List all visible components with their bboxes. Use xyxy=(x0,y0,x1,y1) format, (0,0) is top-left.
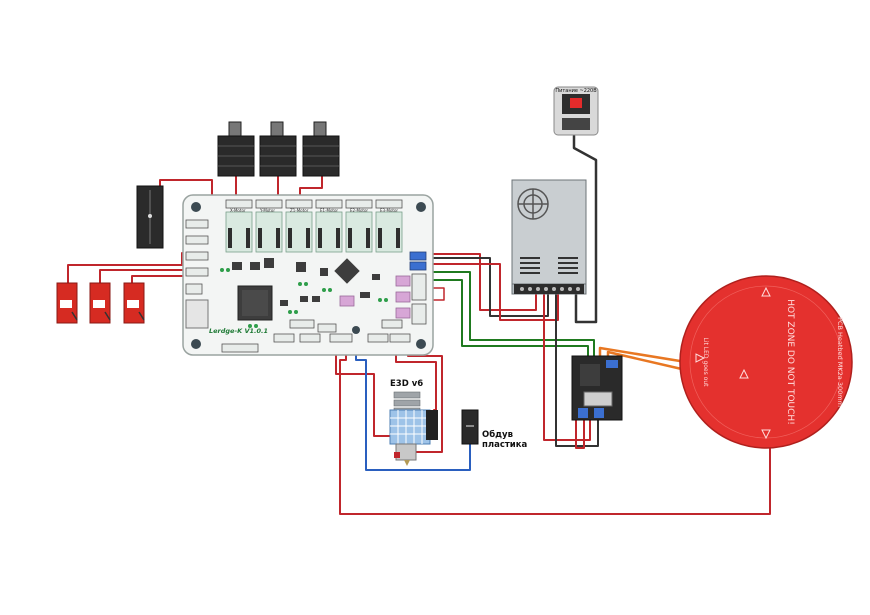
hotend-fan xyxy=(389,409,431,445)
endstops xyxy=(56,282,145,324)
wire-board-psu-red xyxy=(429,253,537,311)
stepper-motor-3 xyxy=(302,121,340,177)
motor-label-e1: E1-Motor xyxy=(320,208,338,213)
hotend: E3D v6 xyxy=(389,379,438,466)
wires xyxy=(67,134,771,515)
motor-label-e3: E3-Motor xyxy=(380,208,398,213)
part-cooling-fan: Обдув пластика xyxy=(461,409,528,450)
wire-board-mosfet-green-2 xyxy=(429,279,589,357)
wire-hotend-red-1 xyxy=(335,339,393,437)
hotend-label: E3D v6 xyxy=(390,379,423,389)
wire-hotend-blue xyxy=(355,339,471,471)
board-name: Lerdge-K V1.0.1 xyxy=(209,327,268,335)
wire-motor-3 xyxy=(299,175,323,199)
motor-labels: X-Motor Y-Motor Z1-Motor E1-Motor E2-Mot… xyxy=(230,208,398,213)
heatbed-warning: HOT ZONE DO NOT TOUCH! xyxy=(785,299,795,425)
wire-endstop-x xyxy=(67,252,191,284)
wire-board-right-red xyxy=(427,287,445,301)
wire-mosfet-bed-1 xyxy=(598,346,688,364)
endstop-z xyxy=(123,282,145,324)
motor-label-e2: E2-Motor xyxy=(350,208,368,213)
part-fan-label-1: Обдув xyxy=(482,429,513,440)
wire-psu-mosfet-red xyxy=(543,293,591,441)
mains-label: Питание ~220В xyxy=(555,88,597,94)
endstop-x xyxy=(56,282,78,324)
stepper-motor-2 xyxy=(259,121,297,177)
part-fan-label-2: пластика xyxy=(482,440,528,450)
wire-board-mosfet-green-1 xyxy=(429,271,595,357)
stepper-motors xyxy=(217,121,340,177)
wire-board-psu-black xyxy=(429,257,549,317)
wire-board-psu-red-2 xyxy=(429,263,559,321)
controller-board: X-Motor Y-Motor Z1-Motor E1-Motor E2-Mot… xyxy=(182,194,434,356)
heatbed-led-text: Lit LED goes out xyxy=(702,338,709,388)
wire-mains-psu xyxy=(572,134,598,324)
power-supply xyxy=(511,179,587,295)
endstop-y xyxy=(89,282,111,324)
mosfet-module xyxy=(571,355,623,421)
wire-mosfet-loop xyxy=(575,399,585,449)
motor-label-z1: Z1-Motor xyxy=(290,208,309,213)
motor-label-y: Y-Motor xyxy=(259,208,275,213)
heatbed-title: PCB Heatbed MK2a 300mm xyxy=(836,317,844,407)
mains-socket: Питание ~220В xyxy=(553,86,599,136)
side-connector xyxy=(136,185,164,249)
motor-label-x: X-Motor xyxy=(230,208,246,213)
psu-fan xyxy=(517,188,549,220)
heatbed: PCB Heatbed MK2a 300mm HOT ZONE DO NOT T… xyxy=(679,275,853,449)
wire-bed-thermistor xyxy=(339,339,771,515)
stepper-motor-1 xyxy=(217,121,255,177)
